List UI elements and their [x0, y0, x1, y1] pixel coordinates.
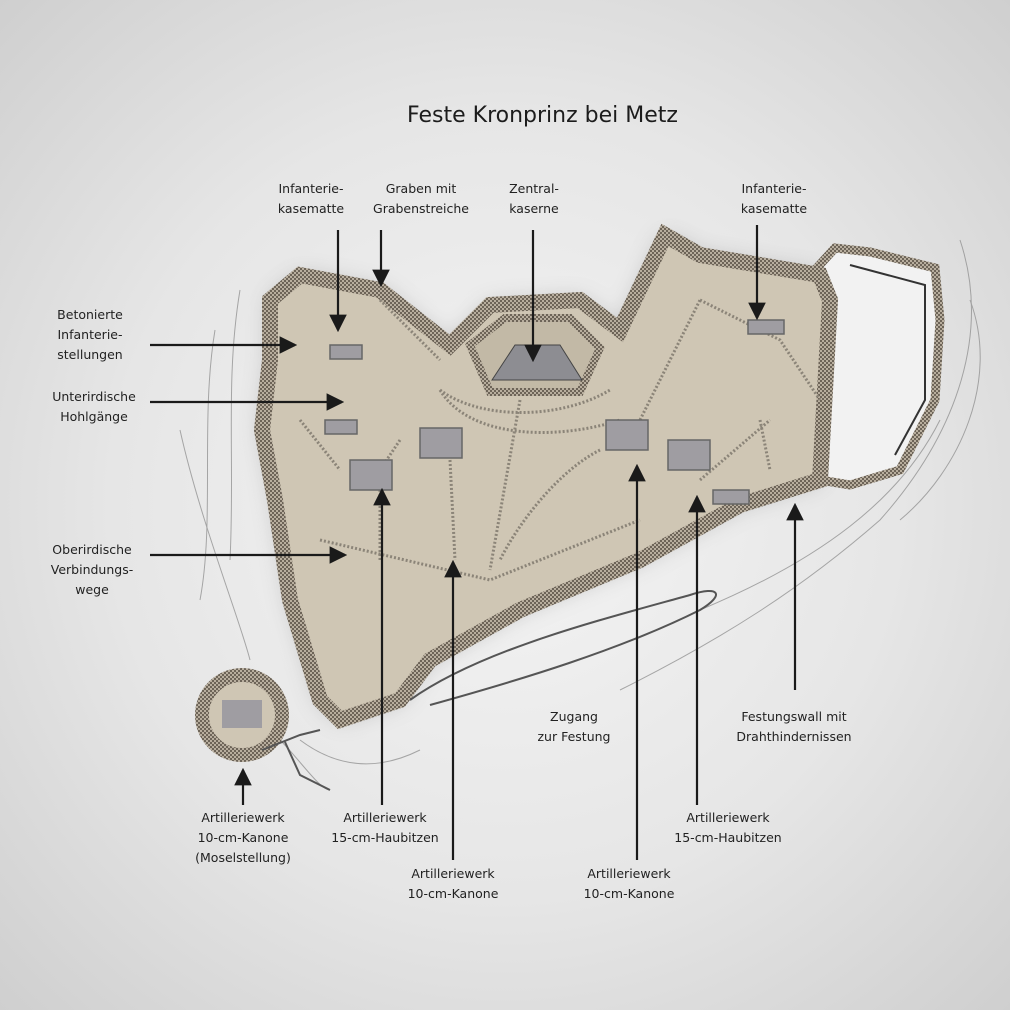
- access-road: [409, 590, 717, 706]
- label-infanterie-kasematte-left: Infanterie-kasematte: [277, 181, 345, 216]
- connection-paths: [298, 298, 822, 582]
- artillery-works: [324, 319, 785, 505]
- label-zentralkaserne: Zentral-kaserne: [509, 181, 559, 216]
- label-infanterie-kasematte-right: Infanterie-kasematte: [740, 181, 808, 216]
- diagram-title: Feste Kronprinz bei Metz: [407, 103, 678, 128]
- eastern-outwork: [811, 243, 945, 490]
- fort-rampart: [253, 223, 839, 730]
- terrain-contours: [179, 239, 981, 791]
- pointer-arrows: [150, 225, 804, 860]
